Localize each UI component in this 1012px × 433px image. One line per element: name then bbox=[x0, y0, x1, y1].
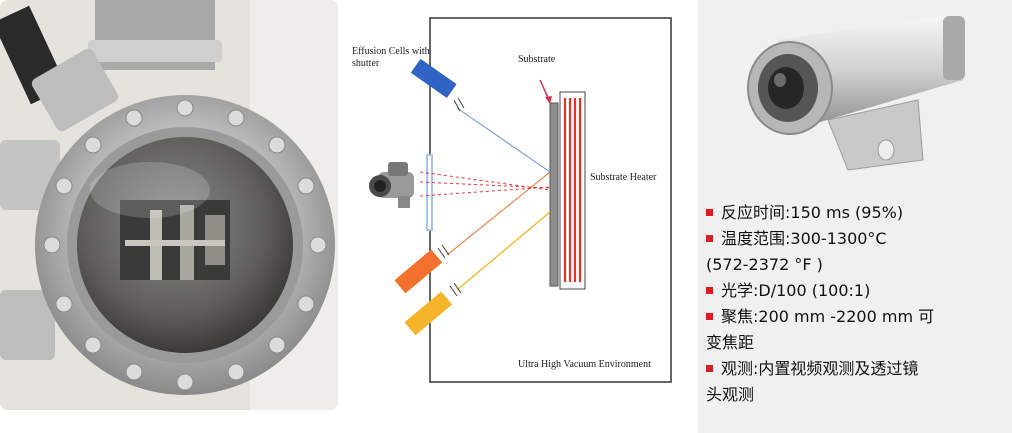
pyrometer-product-image bbox=[747, 15, 965, 171]
spec-item-observation-cont: 头观测 bbox=[706, 385, 755, 404]
spec-item-focus: 聚焦:200 mm -2200 mm 可 bbox=[706, 304, 1006, 330]
pyrometer-rays bbox=[419, 171, 551, 197]
yellow-beam bbox=[456, 211, 551, 291]
spec-item-optics: 光学:D/100 (100:1) bbox=[706, 278, 1006, 304]
effusion-cells-label-line2: shutter bbox=[352, 58, 380, 69]
spec-item-observation: 观测:内置视频观测及透过镜 bbox=[706, 356, 1006, 382]
heater-filaments bbox=[563, 98, 582, 282]
mbe-diagram: Effusion Cells with shutter Substrate Su… bbox=[350, 0, 690, 410]
spec-item-temperature-range: 温度范围:300-1300°C bbox=[706, 226, 1006, 252]
pyrometer-spec-card: 反应时间:150 ms (95%) 温度范围:300-1300°C (572-2… bbox=[698, 0, 1012, 433]
effusion-cell-orange bbox=[394, 244, 450, 294]
pyrometer-camera-icon bbox=[369, 162, 414, 208]
mbe-schematic bbox=[369, 17, 672, 383]
substrate bbox=[549, 102, 559, 287]
vacuum-chamber-illustration bbox=[0, 0, 338, 410]
effusion-cells-label-line1: Effusion Cells with bbox=[352, 46, 430, 57]
bullet-icon bbox=[706, 287, 713, 294]
bullet-icon bbox=[706, 313, 713, 320]
bullet-icon bbox=[706, 209, 713, 216]
substrate-heater bbox=[559, 91, 586, 290]
vacuum-chamber-photo bbox=[0, 0, 338, 410]
viewport-window bbox=[426, 154, 433, 231]
spec-item-temperature-range-f: (572-2372 °F ) bbox=[706, 255, 823, 274]
spec-item-focus-cont: 变焦距 bbox=[706, 333, 755, 352]
substrate-label: Substrate bbox=[518, 54, 556, 65]
spec-list: 反应时间:150 ms (95%) 温度范围:300-1300°C (572-2… bbox=[706, 200, 1006, 408]
bullet-icon bbox=[706, 365, 713, 372]
orange-beam bbox=[446, 171, 551, 256]
effusion-cell-blue bbox=[410, 58, 465, 112]
spec-item-response-time: 反应时间:150 ms (95%) bbox=[706, 200, 1006, 226]
environment-label: Ultra High Vacuum Environment bbox=[518, 359, 651, 370]
blue-beam bbox=[456, 107, 551, 173]
effusion-cell-yellow bbox=[404, 282, 462, 336]
substrate-heater-label: Substrate Heater bbox=[590, 172, 657, 183]
bullet-icon bbox=[706, 235, 713, 242]
